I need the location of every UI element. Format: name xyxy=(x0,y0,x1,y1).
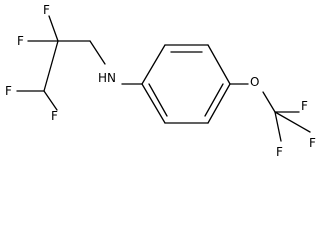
bond-o-cf3 xyxy=(262,91,276,113)
bond-cf3-f-right xyxy=(274,111,311,133)
atom-o: O xyxy=(250,75,259,89)
atom-f-c2-left: F xyxy=(17,34,24,48)
ring-bond-4 xyxy=(207,83,231,124)
atom-f-c2-top: F xyxy=(43,3,50,17)
ring-bond-3 xyxy=(207,44,231,85)
bond-ch2-n xyxy=(89,40,106,65)
bond-c2-c3 xyxy=(43,40,59,92)
bond-c3-f-right xyxy=(43,90,58,111)
atom-f-c3-right: F xyxy=(51,109,58,123)
bond-cf3-f-bottom xyxy=(274,111,282,142)
molecule-structure: F F F F HN O F F F xyxy=(5,3,316,159)
atom-f-cf3-right: F xyxy=(309,136,316,150)
bonds xyxy=(16,15,311,142)
ring-double-bond-2 xyxy=(204,83,224,117)
atom-f-cf3-bottom: F xyxy=(276,145,283,159)
atom-nh: HN xyxy=(98,71,116,85)
atom-f-cf3-top: F xyxy=(301,99,308,113)
atom-labels: F F F F HN O F F F xyxy=(5,3,316,159)
ring-double-bond-3 xyxy=(148,83,168,117)
ring-bond-6 xyxy=(141,83,166,124)
bond-c2-f-top xyxy=(48,15,59,42)
atom-f-c3-left: F xyxy=(5,84,12,98)
ring-bond-1 xyxy=(141,44,166,85)
